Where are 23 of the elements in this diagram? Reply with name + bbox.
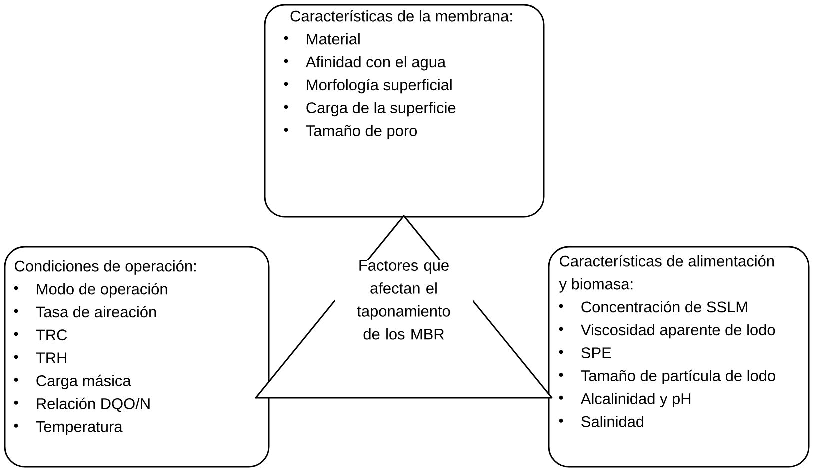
bullet-item: Carga de la superficie xyxy=(284,102,456,117)
bullet-item: Alcalinidad y pH xyxy=(559,393,691,408)
bullet-item: Viscosidad aparente de lodo xyxy=(559,324,776,339)
bullet-item: Morfología superficial xyxy=(284,79,452,94)
heading: Características de la membrana: xyxy=(290,10,512,22)
bullet-item: TRC xyxy=(14,330,68,341)
triangle-label: Factores que afectan el taponamiento de los MBR xyxy=(357,260,450,340)
bullet-item: Modo de operación xyxy=(14,283,168,298)
bullet-item: TRH xyxy=(14,352,66,364)
bullet-item: Salinidad xyxy=(559,416,644,428)
bullet-item: Carga másica xyxy=(14,374,132,390)
bullet-item: Material xyxy=(284,33,360,45)
bullet-item: SPE xyxy=(559,348,612,359)
heading: Características de alimentación y biomasa: xyxy=(559,255,774,293)
triangle xyxy=(255,215,553,399)
bullet-item: Afinidad con el agua xyxy=(284,56,446,71)
bullet-item: Temperatura xyxy=(14,422,123,436)
bullet-item: Tamaño de poro xyxy=(284,125,418,140)
bullet-item: Tamaño de partícula de lodo xyxy=(559,370,776,385)
heading: Condiciones de operación: xyxy=(15,260,196,275)
bullet-item: Concentración de SSLM xyxy=(559,301,748,313)
bullet-item: Relación DQO/N xyxy=(14,398,150,412)
bullet-item: Tasa de aireación xyxy=(14,306,156,318)
